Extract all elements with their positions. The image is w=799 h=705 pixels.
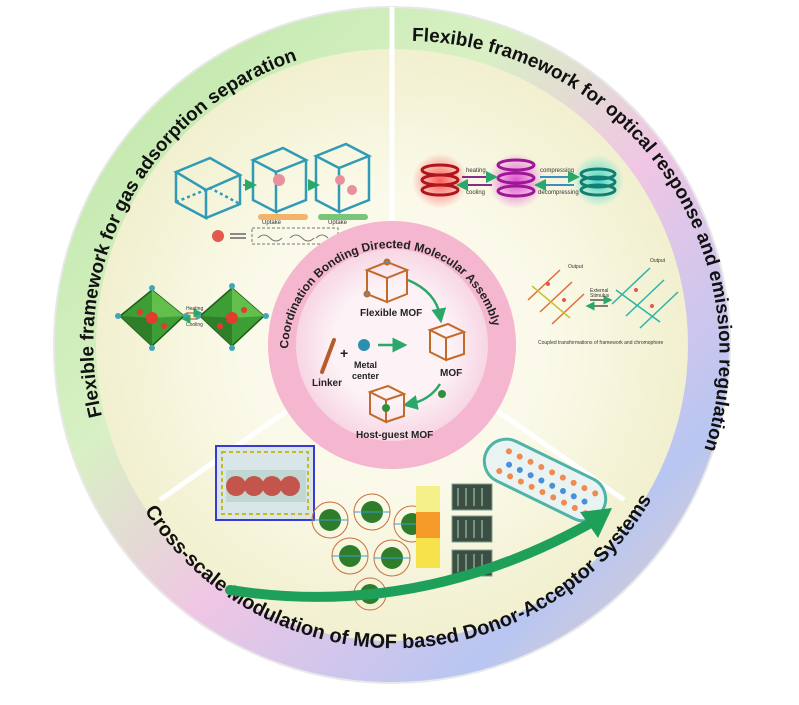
- plus-sign: +: [340, 345, 348, 361]
- chromophore-framework-2: [611, 267, 679, 329]
- linker-icon: [320, 338, 336, 374]
- mof-icon: [427, 322, 467, 362]
- octahedron-1: [115, 285, 189, 351]
- flexible-mof-label: Flexible MOF: [360, 308, 422, 319]
- donor-acceptor-panel: [215, 437, 612, 611]
- uptake-label-2: Uptake: [328, 220, 348, 226]
- core-contents: Flexible MOF Linker + Metal center MOF H…: [312, 258, 467, 441]
- metal-center-icon: [358, 339, 370, 351]
- optical-response-panel: heating cooling compressing decompressin…: [412, 153, 679, 346]
- mof-label: MOF: [440, 368, 462, 379]
- scale-arrow-head: [580, 508, 612, 538]
- external-label: External: [590, 288, 608, 294]
- decompressing-label: decompressing: [538, 190, 579, 196]
- guest-spheres: [226, 476, 300, 496]
- uptake-label-1: Uptake: [262, 220, 282, 226]
- spiral-cyan: [579, 167, 617, 197]
- optical-heating-label: heating: [466, 168, 486, 174]
- metal-label: Metal: [354, 360, 377, 370]
- flexible-mof-icon: [363, 258, 410, 304]
- gas-adsorption-panel: Uptake Uptake: [115, 142, 372, 351]
- framework-cube-3: [313, 142, 372, 215]
- compressing-label: compressing: [540, 168, 574, 174]
- spiral-magenta: [496, 158, 536, 198]
- center-label: center: [352, 371, 380, 381]
- scale-arrow: [225, 515, 601, 602]
- host-guest-mof-label: Host-guest MOF: [356, 430, 433, 441]
- output-label-2: Output: [650, 258, 666, 264]
- heating-label: Heating: [186, 306, 203, 312]
- chromophore-framework-1: [527, 269, 585, 325]
- stack-images: [451, 483, 493, 577]
- linker-label: Linker: [312, 378, 342, 389]
- stimulus-label: Stimulus: [590, 293, 610, 299]
- output-label-1: Output: [568, 264, 584, 270]
- optical-cooling-label: cooling: [466, 190, 485, 196]
- framework-cube-1: [173, 156, 243, 221]
- optical-caption: Coupled transformations of framework and…: [538, 340, 664, 346]
- host-guest-mof-icon: [367, 384, 407, 424]
- cooling-label: Cooling: [186, 322, 203, 328]
- mof-rod: [482, 437, 608, 523]
